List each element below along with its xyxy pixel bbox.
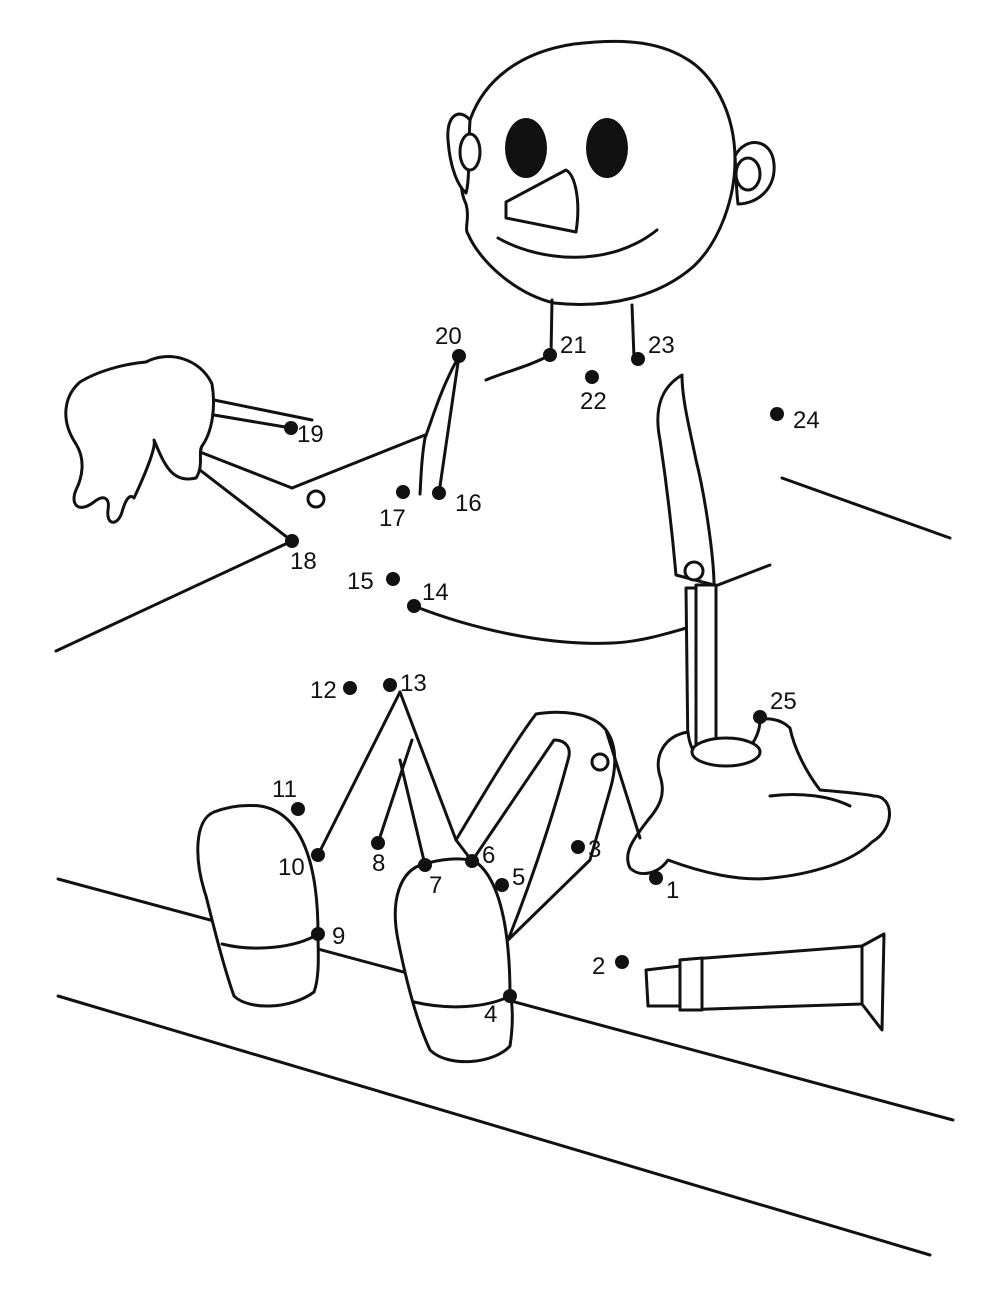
dot-21: 21 — [543, 332, 587, 362]
dot-18: 18 — [285, 534, 317, 575]
dot-marker — [311, 848, 325, 862]
dot-number: 19 — [297, 421, 324, 448]
dot-marker — [383, 678, 397, 692]
dot-4: 4 — [484, 989, 517, 1028]
dot-number: 14 — [422, 579, 449, 606]
dot-1: 1 — [649, 871, 679, 904]
dot-number: 22 — [580, 388, 607, 415]
dot-marker — [418, 858, 432, 872]
dot-number: 24 — [793, 407, 820, 434]
dot-8: 8 — [371, 836, 385, 877]
dot-marker — [291, 802, 305, 816]
dot-20: 20 — [435, 323, 466, 363]
dot-number: 20 — [435, 323, 462, 350]
dot-marker — [631, 352, 645, 366]
dot-number: 13 — [400, 670, 427, 697]
dot-marker — [753, 710, 767, 724]
dot-marker — [371, 836, 385, 850]
puppet-torso — [290, 353, 692, 645]
dot-number: 15 — [347, 568, 374, 595]
dot-11: 11 — [272, 776, 305, 816]
paint-tube — [644, 932, 886, 1032]
dot-number: 16 — [455, 490, 482, 517]
dot-marker — [571, 840, 585, 854]
dot-number: 1 — [666, 877, 679, 904]
dot-marker — [284, 421, 298, 435]
puppet-legs — [196, 690, 642, 1064]
dot-17: 17 — [379, 485, 410, 532]
dot-marker — [396, 485, 410, 499]
puppet-head — [446, 39, 776, 360]
dot-number: 18 — [290, 548, 317, 575]
dot-marker — [495, 878, 509, 892]
dot-marker — [432, 486, 446, 500]
dot-22: 22 — [580, 370, 607, 415]
dot-number: 6 — [482, 842, 495, 869]
dot-9: 9 — [311, 923, 345, 950]
dot-15: 15 — [347, 568, 400, 595]
dot-marker — [585, 370, 599, 384]
dot-number: 8 — [372, 850, 385, 877]
puppet-right-arm — [626, 373, 891, 881]
dot-number: 17 — [379, 505, 406, 532]
dot-marker — [543, 348, 557, 362]
dot-number: 25 — [770, 688, 797, 715]
dot-marker — [311, 927, 325, 941]
dot-23: 23 — [631, 332, 675, 366]
dot-16: 16 — [432, 486, 482, 517]
dot-number: 5 — [512, 864, 525, 891]
dot-5: 5 — [495, 864, 525, 892]
dot-number: 23 — [648, 332, 675, 359]
dot-marker — [770, 407, 784, 421]
dot-19: 19 — [284, 421, 324, 448]
dot-2: 2 — [592, 953, 629, 980]
dot-marker — [615, 955, 629, 969]
dot-7: 7 — [418, 858, 442, 899]
dot-3: 3 — [571, 836, 601, 863]
dot-25: 25 — [753, 688, 797, 724]
puppet-left-arm — [64, 355, 314, 543]
dot-number: 11 — [272, 776, 297, 803]
dot-number: 3 — [588, 836, 601, 863]
dot-24: 24 — [770, 407, 820, 434]
dot-marker — [343, 681, 357, 695]
dot-10: 10 — [278, 848, 325, 881]
dot-number: 2 — [592, 953, 605, 980]
dot-number: 9 — [332, 923, 345, 950]
dot-marker — [407, 599, 421, 613]
dot-6: 6 — [465, 842, 495, 869]
dot-12: 12 — [310, 677, 357, 704]
dot-marker — [386, 572, 400, 586]
dot-marker — [465, 854, 479, 868]
dot-marker — [503, 989, 517, 1003]
dot-number: 21 — [560, 332, 587, 359]
dot-14: 14 — [407, 579, 449, 613]
dot-marker — [452, 349, 466, 363]
dot-number: 4 — [484, 1001, 497, 1028]
dot-marker — [285, 534, 299, 548]
dot-marker — [649, 871, 663, 885]
dot-number: 12 — [310, 677, 337, 704]
dot-number: 7 — [429, 872, 442, 899]
dot-13: 13 — [383, 670, 427, 697]
dot-number: 10 — [278, 854, 305, 881]
